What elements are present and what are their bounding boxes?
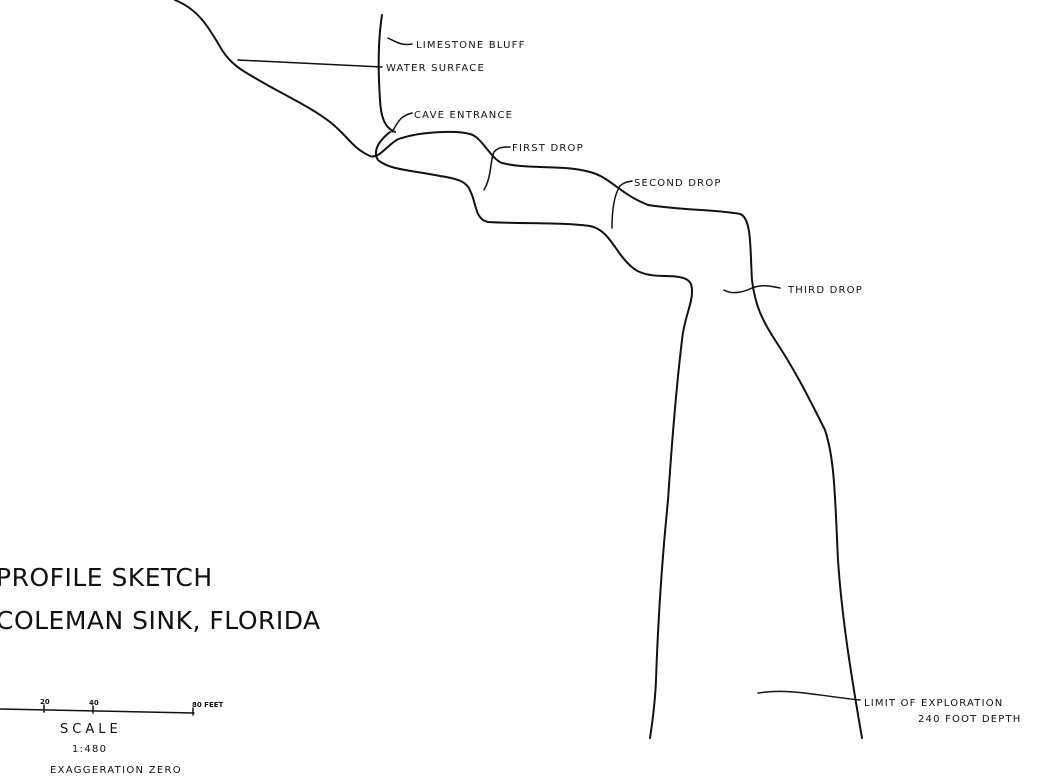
label-water-surface: WATER SURFACE <box>386 63 485 74</box>
leader-second-drop <box>611 180 633 229</box>
scale-label-end: 80 FEET <box>192 701 224 709</box>
scale-bar-line <box>0 708 195 714</box>
limestone-bluff-line <box>377 14 396 133</box>
scale-title: SCALE <box>60 722 122 737</box>
scale-bar: 20 40 80 FEET <box>0 698 224 716</box>
title-location: COLEMAN SINK, FLORIDA <box>0 606 321 635</box>
water-surface-line <box>237 59 383 68</box>
label-limit-of-exploration: LIMIT OF EXPLORATION <box>864 698 1004 709</box>
label-limestone-bluff: LIMESTONE BLUFF <box>416 40 526 51</box>
leader-limit-of-exploration <box>757 690 861 701</box>
label-third-drop: THIRD DROP <box>787 285 863 296</box>
cave-lower-wall <box>374 131 693 739</box>
title-profile-sketch: PROFILE SKETCH <box>0 563 213 592</box>
leader-third-drop <box>723 284 781 294</box>
scale-ratio: 1:480 <box>72 744 107 755</box>
scale-exaggeration: EXAGGERATION ZERO <box>50 765 182 776</box>
cave-upper-wall <box>174 0 863 739</box>
leader-first-drop <box>483 146 511 191</box>
label-cave-entrance: CAVE ENTRANCE <box>414 110 513 121</box>
scale-label-40: 40 <box>89 699 99 707</box>
label-depth: 240 FOOT DEPTH <box>918 714 1022 725</box>
scale-label-20: 20 <box>40 698 50 706</box>
label-first-drop: FIRST DROP <box>512 143 584 154</box>
leader-cave-entrance <box>391 112 413 133</box>
label-second-drop: SECOND DROP <box>634 178 722 189</box>
leader-limestone-bluff <box>387 37 413 46</box>
